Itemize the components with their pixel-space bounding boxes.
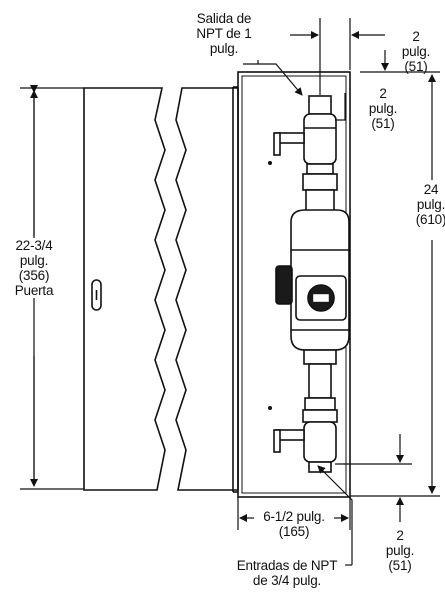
bottom-offset-metric: (51) — [388, 558, 412, 573]
top-offset-metric: (51) — [404, 59, 428, 74]
cabinet-height-unit: pulg. — [416, 197, 445, 212]
door-height-unit: pulg. — [19, 253, 49, 268]
inlets-label-line1: Entradas de NPT — [236, 558, 338, 573]
bottom-offset-value: 2 — [396, 528, 404, 543]
outlet-label-line1: Salida de — [196, 11, 252, 26]
outlet-offset-unit: pulg. — [368, 101, 398, 116]
door-handle-icon — [91, 279, 102, 311]
cabinet-height-label: 24 pulg. (610) — [406, 182, 445, 227]
bottom-offset-label: 2 pulg. (51) — [378, 528, 422, 573]
inlets-label: Entradas de NPT de 3/4 pulg. — [230, 558, 344, 588]
door-height-value: 22-3/4 — [15, 238, 53, 253]
bottom-offset-unit: pulg. — [385, 543, 415, 558]
cabinet-height-value: 24 — [423, 182, 439, 197]
door-height-label: 22-3/4 pulg. (356) Puerta — [4, 238, 64, 298]
top-offset-label: 2 pulg. (51) — [394, 29, 438, 74]
width-label: 6-1/2 pulg. (165) — [252, 509, 336, 539]
cabinet-height-metric: (610) — [415, 212, 445, 227]
door-name: Puerta — [14, 283, 54, 298]
outlet-label-line2: NPT de 1 — [196, 26, 252, 41]
door — [83, 87, 239, 491]
valve-assembly — [273, 95, 350, 473]
width-metric: (165) — [278, 524, 310, 539]
dimension-lines — [20, 18, 440, 566]
outlet-offset-label: 2 pulg. (51) — [360, 86, 406, 131]
door-height-metric: (356) — [18, 268, 50, 283]
outlet-offset-metric: (51) — [371, 116, 395, 131]
inlets-label-line2: de 3/4 pulg. — [252, 573, 322, 588]
outlet-label-line3: pulg. — [209, 41, 239, 56]
top-offset-value: 2 — [412, 29, 420, 44]
top-offset-unit: pulg. — [401, 44, 431, 59]
outlet-label: Salida de NPT de 1 pulg. — [186, 11, 262, 56]
width-value: 6-1/2 pulg. — [263, 509, 325, 524]
outlet-offset-value: 2 — [379, 86, 387, 101]
